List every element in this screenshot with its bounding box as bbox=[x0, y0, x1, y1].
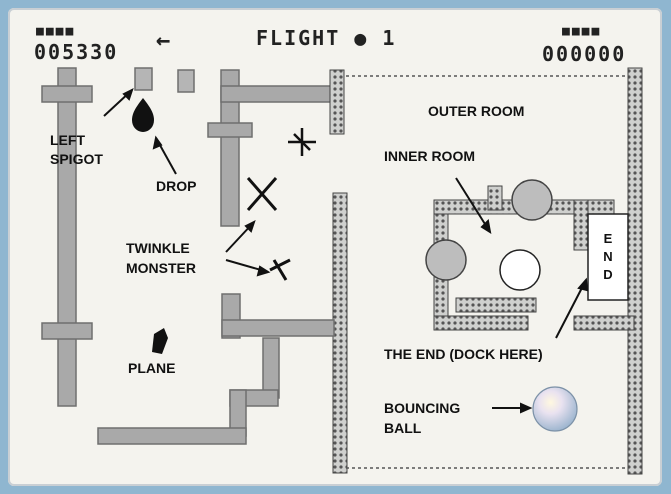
dotted-wall-right bbox=[627, 67, 643, 475]
plane-sprite bbox=[152, 328, 168, 354]
left-score: 005330 bbox=[34, 40, 119, 64]
inner-room-door-left bbox=[425, 239, 467, 281]
left-spigot bbox=[134, 67, 153, 91]
label-pointers bbox=[103, 88, 589, 414]
label-monster: MONSTER bbox=[126, 260, 196, 276]
playfield bbox=[41, 67, 643, 475]
bouncing-ball bbox=[532, 386, 578, 432]
inner-room-center bbox=[499, 249, 541, 291]
left-arrow-icon: ← bbox=[156, 26, 171, 54]
left-pipe bbox=[41, 67, 93, 407]
flight-title: FLIGHT ● 1 bbox=[256, 26, 397, 50]
outer-room-boundary bbox=[346, 75, 628, 469]
label-plane: PLANE bbox=[128, 360, 176, 376]
label-left-spigot-line2: SPIGOT bbox=[50, 151, 103, 167]
drop-sprite bbox=[132, 98, 154, 132]
right-score: 000000 bbox=[542, 42, 627, 66]
label-the-end: THE END (DOCK HERE) bbox=[384, 346, 543, 362]
label-ball: BALL bbox=[384, 420, 422, 436]
left-lives: ■■■■ bbox=[36, 24, 76, 39]
inner-room-door-top bbox=[511, 179, 553, 221]
label-left-spigot-line1: LEFT bbox=[50, 132, 85, 148]
dotted-wall-top bbox=[329, 69, 345, 135]
right-spigot bbox=[177, 69, 195, 93]
game-screen: ■■■■ 005330 ← FLIGHT ● 1 ■■■■ 000000 LEF… bbox=[8, 8, 662, 486]
twinkle-monster-star bbox=[288, 128, 316, 156]
lower-pipe bbox=[97, 293, 335, 445]
twinkle-monster-small bbox=[269, 258, 291, 281]
label-inner-room: INNER ROOM bbox=[384, 148, 475, 164]
dotted-wall-middle bbox=[332, 192, 348, 474]
label-bouncing: BOUNCING bbox=[384, 400, 461, 416]
right-lives: ■■■■ bbox=[562, 24, 602, 39]
label-twinkle: TWINKLE bbox=[126, 240, 190, 256]
label-outer-room: OUTER ROOM bbox=[428, 103, 525, 119]
end-dock bbox=[587, 213, 629, 301]
twinkle-monster-cross bbox=[246, 177, 278, 211]
end-dock-label: E N D bbox=[603, 231, 613, 282]
label-drop: DROP bbox=[156, 178, 197, 194]
